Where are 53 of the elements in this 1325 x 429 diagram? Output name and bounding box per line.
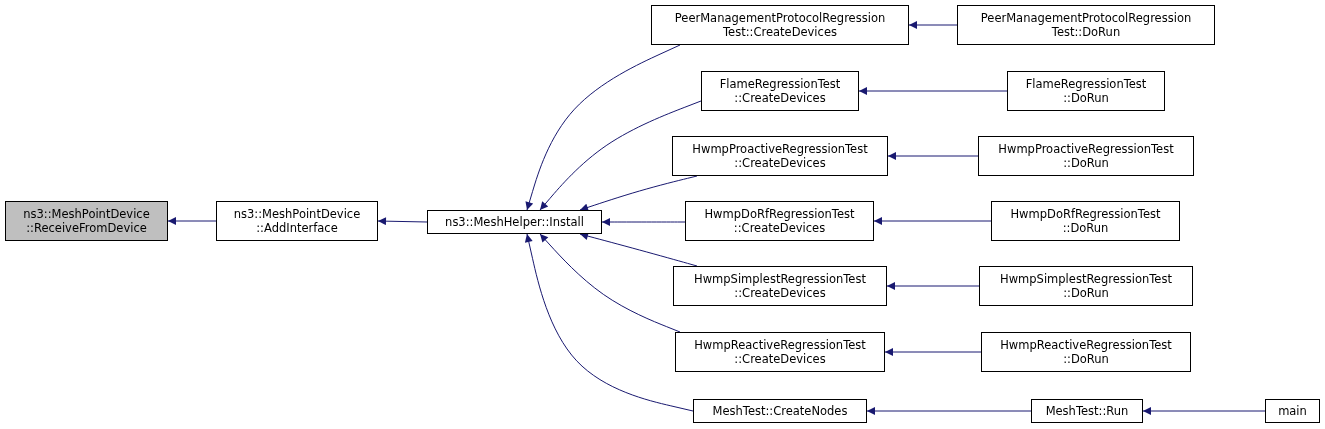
function-name: HwmpReactiveRegressionTest ::CreateDevices	[693, 338, 867, 366]
arrow	[525, 44, 681, 211]
function-box	[991, 201, 1180, 241]
function-box	[1007, 71, 1165, 111]
function-box	[979, 266, 1193, 306]
function-box	[1265, 399, 1320, 423]
function-name: PeerManagementProtocolRegression Test::DoRun	[979, 11, 1193, 39]
function-name: HwmpProactiveRegressionTest ::DoRun	[997, 142, 1175, 170]
function-box	[216, 201, 378, 241]
function-box	[5, 201, 168, 241]
function-box	[693, 399, 867, 423]
function-name: main	[1278, 404, 1307, 418]
function-name: HwmpProactiveRegressionTest ::CreateDevices	[691, 142, 869, 170]
arrow	[524, 233, 694, 412]
function-box	[673, 266, 887, 306]
function-box	[1031, 399, 1143, 423]
arrow	[866, 407, 1032, 415]
function-box	[957, 5, 1215, 45]
arrow	[908, 21, 958, 29]
function-name: MeshTest::CreateNodes	[712, 404, 848, 418]
function-name: FlameRegressionTest ::CreateDevices	[718, 77, 842, 105]
function-box	[701, 71, 859, 111]
arrow	[377, 217, 428, 226]
function-name: MeshTest::Run	[1045, 404, 1129, 418]
function-box	[672, 136, 888, 176]
function-name: HwmpDoRfRegressionTest ::DoRun	[1009, 207, 1162, 235]
function-name: ns3::MeshHelper::Install	[445, 215, 584, 229]
function-name: FlameRegressionTest ::DoRun	[1024, 77, 1148, 105]
function-name: ns3::MeshPointDevice ::AddInterface	[232, 207, 362, 235]
function-name: HwmpReactiveRegressionTest ::DoRun	[999, 338, 1173, 366]
arrow	[886, 282, 980, 290]
arrow	[539, 233, 681, 333]
arrow	[167, 217, 217, 225]
arrow	[884, 348, 982, 356]
function-box	[675, 332, 885, 372]
function-name: ns3::MeshPointDevice ::ReceiveFromDevice	[22, 207, 151, 235]
arrow	[601, 218, 686, 226]
arrow	[539, 100, 702, 211]
arrow	[579, 232, 698, 267]
function-name: HwmpSimplestRegressionTest ::CreateDevices	[693, 272, 867, 300]
function-box	[651, 5, 909, 45]
arrow	[1142, 407, 1266, 415]
arrow	[873, 217, 992, 225]
arrow	[887, 152, 979, 160]
arrow	[858, 87, 1008, 95]
function-box	[981, 332, 1191, 372]
arrow	[579, 175, 698, 212]
function-box	[685, 201, 874, 241]
function-name: HwmpSimplestRegressionTest ::DoRun	[999, 272, 1173, 300]
function-box	[978, 136, 1194, 176]
function-name: HwmpDoRfRegressionTest ::CreateDevices	[703, 207, 856, 235]
function-box	[427, 210, 602, 234]
function-name: PeerManagementProtocolRegression Test::CreateDevices	[673, 11, 887, 39]
